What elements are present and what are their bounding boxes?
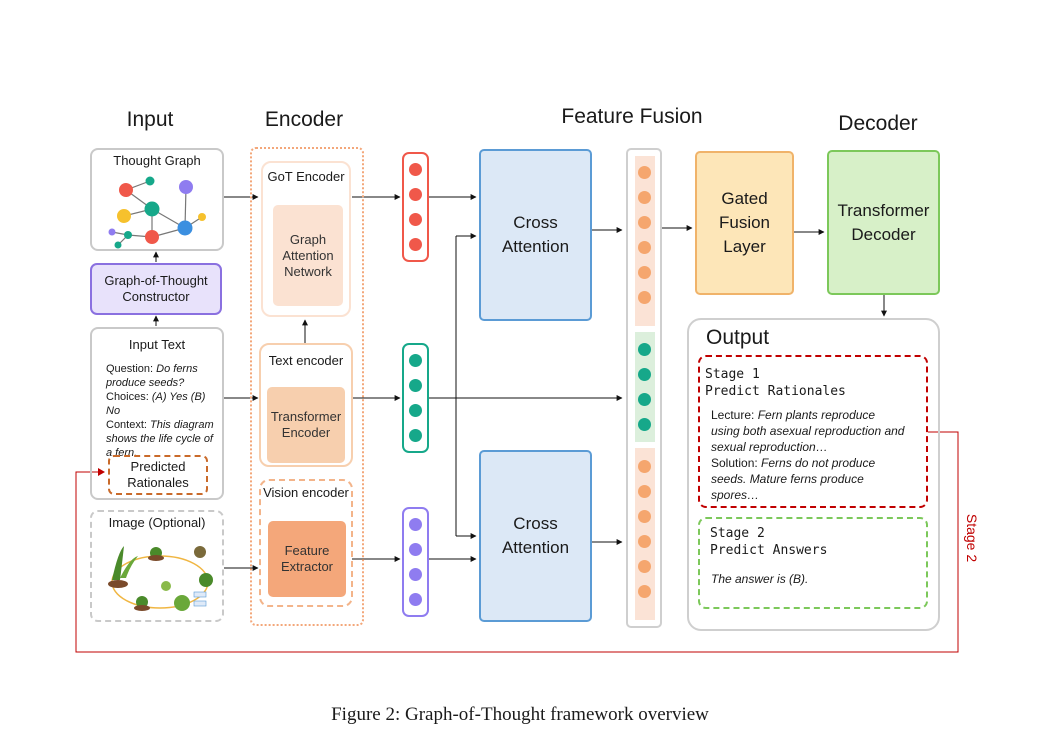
image-title: Image (Optional)	[108, 515, 206, 530]
gated-fusion-label: Gated Fusion Layer	[718, 189, 771, 256]
stage1-title: Stage 1	[705, 367, 760, 382]
lecture-value: Fern plants reproduce using both asexual…	[711, 408, 905, 454]
stage1-subtitle: Predict Rationales	[705, 384, 846, 399]
output-title: Output	[706, 326, 770, 349]
feature-extractor-label: Feature Extractor	[280, 543, 333, 574]
vision-feature-column	[402, 507, 429, 617]
fused-orange-node	[638, 191, 651, 204]
fused-green-node	[638, 418, 651, 431]
stage1-box: Stage 1 Predict Rationales Lecture: Fern…	[698, 355, 928, 508]
got-feature-node	[409, 188, 422, 201]
fused-orange-node	[638, 535, 651, 548]
got-constructor-box: Graph-of-Thought Constructor	[90, 263, 222, 315]
fused-orange-node	[638, 510, 651, 523]
transformer-decoder: Transformer Decoder	[827, 150, 940, 295]
question-value: Do ferns produce seeds?	[106, 363, 198, 389]
vision-encoder-label: Vision encoder	[263, 485, 349, 500]
output-panel: Output	[687, 318, 940, 631]
cross-attention-bottom: Cross Attention	[479, 450, 592, 622]
stage2-title: Stage 2	[710, 526, 765, 541]
text-feature-node	[409, 379, 422, 392]
stage2-feedback-label: Stage 2	[964, 513, 980, 563]
fused-orange-node	[638, 216, 651, 229]
choices-value: (A) Yes (B) No	[106, 391, 206, 417]
fused-orange-node	[638, 585, 651, 598]
section-title-decoder: Decoder	[838, 112, 918, 135]
solution-value: Ferns do not produce seeds. Mature ferns…	[711, 456, 876, 502]
fused-segment-middle	[635, 332, 655, 442]
stage2-box: Stage 2 Predict Answers The answer is (B…	[698, 517, 928, 609]
predicted-rationales-box: Predicted Rationales	[108, 455, 208, 495]
thought-graph-icon	[108, 176, 206, 249]
stage2-subtitle: Predict Answers	[710, 543, 828, 558]
predicted-rationales-label: Predicted Rationales	[127, 459, 189, 490]
answer-text: The answer is (B).	[711, 572, 809, 586]
got-encoder-label: GoT Encoder	[267, 169, 345, 184]
transformer-encoder-block: Transformer Encoder	[267, 387, 345, 463]
lecture-label: Lecture:	[711, 408, 755, 422]
text-feature-node	[409, 404, 422, 417]
input-text-body: Question: Do ferns produce seeds? Choice…	[106, 362, 218, 460]
got-feature-node	[409, 238, 422, 251]
cross-attention-top: Cross Attention	[479, 149, 592, 321]
thought-graph-title: Thought Graph	[113, 153, 201, 168]
fused-green-node	[638, 343, 651, 356]
section-title-feature-fusion: Feature Fusion	[561, 105, 703, 128]
gat-label: Graph Attention Network	[282, 231, 334, 279]
cross-attention-top-label: Cross Attention	[501, 213, 570, 256]
fused-orange-node	[638, 266, 651, 279]
cross-attention-bottom-label: Cross Attention	[501, 514, 570, 557]
fused-orange-node	[638, 241, 651, 254]
gat-block: Graph Attention Network	[273, 205, 343, 306]
encoder-container	[250, 147, 364, 626]
text-encoder-label: Text encoder	[268, 353, 344, 368]
input-text-panel: Input Text Question: Do ferns produce se…	[90, 327, 224, 500]
vision-encoder-box: Vision encoder Feature Extractor	[259, 479, 353, 607]
context-label: Context:	[106, 419, 151, 431]
fused-orange-node	[638, 291, 651, 304]
fused-feature-column	[626, 148, 662, 628]
text-encoder-box: Text encoder Transformer Encoder	[259, 343, 353, 467]
stage1-content: Lecture: Fern plants reproduce using bot…	[711, 407, 907, 503]
fern-lifecycle-image	[108, 546, 213, 611]
fused-orange-node	[638, 166, 651, 179]
question-label: Question:	[106, 363, 157, 375]
got-feature-node	[409, 163, 422, 176]
figure-caption: Figure 2: Graph-of-Thought framework ove…	[331, 704, 709, 725]
got-feature-node	[409, 213, 422, 226]
transformer-encoder-label: Transformer Encoder	[270, 409, 342, 440]
text-feature-node	[409, 429, 422, 442]
fused-orange-node	[638, 485, 651, 498]
text-feature-node	[409, 354, 422, 367]
vision-feature-node	[409, 593, 422, 606]
fused-green-node	[638, 368, 651, 381]
got-encoder-box: GoT Encoder Graph Attention Network	[261, 161, 351, 317]
vision-feature-node	[409, 543, 422, 556]
transformer-decoder-label: Transformer Decoder	[837, 200, 930, 244]
fused-orange-node	[638, 560, 651, 573]
choices-label: Choices:	[106, 391, 152, 403]
fused-orange-node	[638, 460, 651, 473]
section-title-input: Input	[126, 108, 174, 131]
image-panel: Image (Optional)	[90, 510, 224, 622]
got-feature-column	[402, 152, 429, 262]
feature-extractor-block: Feature Extractor	[268, 521, 346, 597]
fused-green-node	[638, 393, 651, 406]
vision-feature-node	[409, 518, 422, 531]
got-constructor-label: Graph-of-Thought Constructor	[104, 273, 208, 304]
gated-fusion-layer: Gated Fusion Layer	[695, 151, 794, 295]
text-feature-column	[402, 343, 429, 453]
section-title-encoder: Encoder	[264, 108, 344, 131]
thought-graph-panel: Thought Graph	[90, 148, 224, 251]
vision-feature-node	[409, 568, 422, 581]
solution-label: Solution:	[711, 456, 758, 470]
input-text-title: Input Text	[128, 337, 186, 352]
